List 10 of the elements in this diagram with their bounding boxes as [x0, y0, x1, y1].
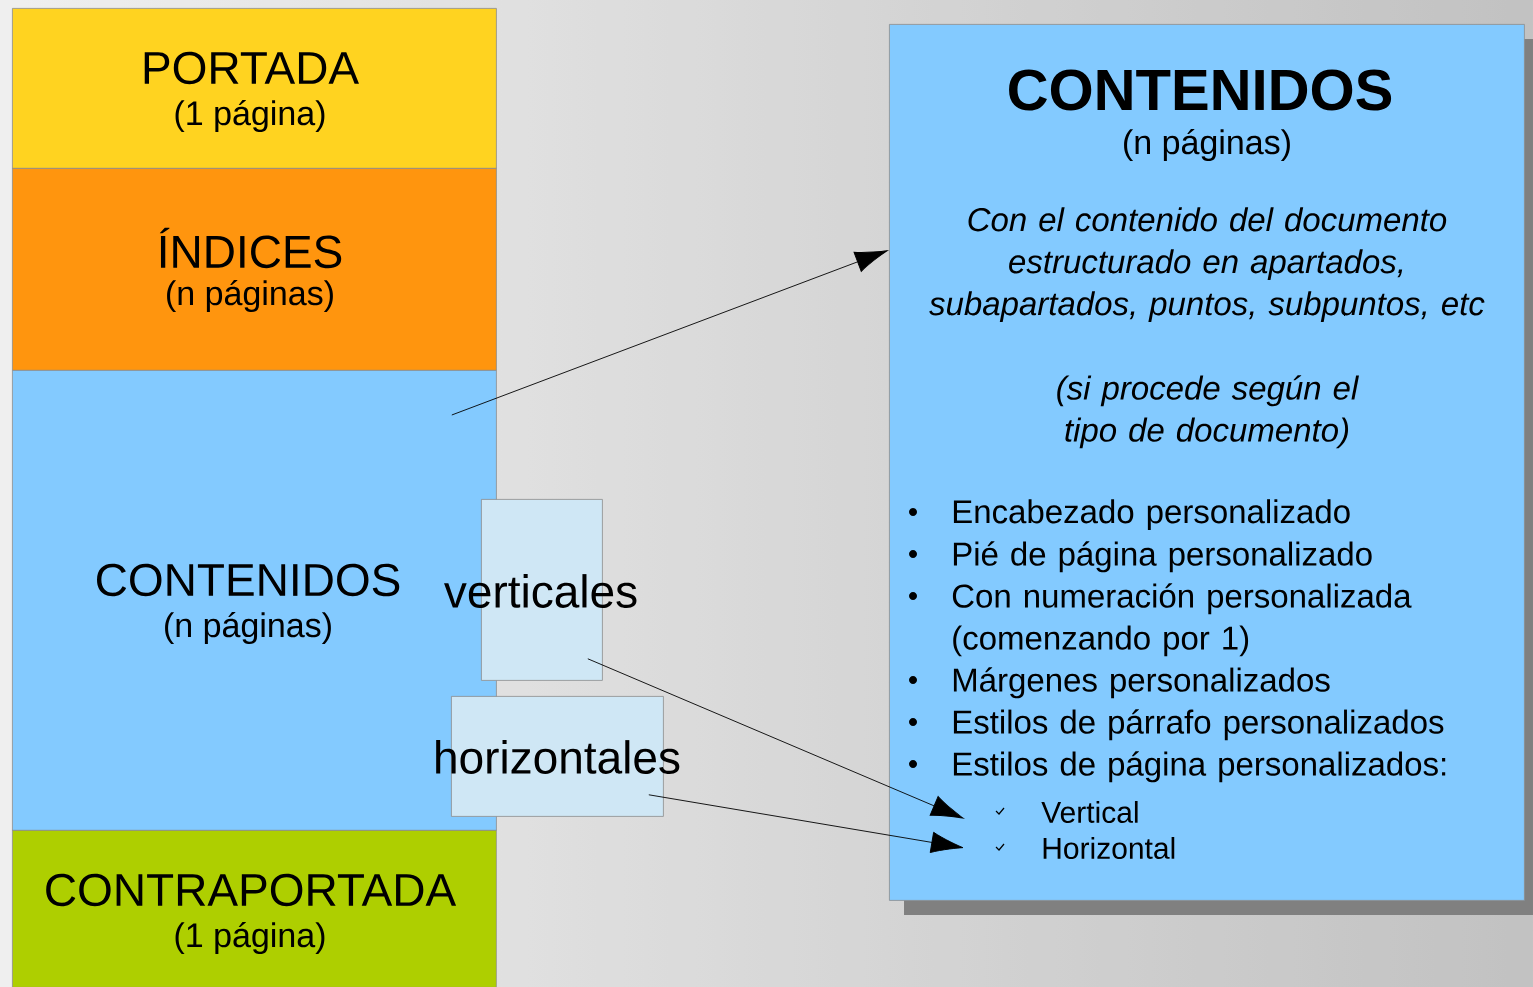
arrow — [451, 250, 888, 416]
section-box: ÍNDICES (n páginas) — [12, 168, 497, 371]
section-box: CONTRAPORTADA (1 página) — [12, 830, 497, 987]
arrow — [587, 658, 964, 819]
list-item: Horizontal — [1043, 837, 1175, 859]
arrow — [648, 794, 964, 853]
label-box: horizontales — [436, 696, 680, 817]
section-box: PORTADA (1 página) — [12, 8, 497, 169]
label-box: verticales — [444, 499, 637, 681]
list-item: Vertical — [1041, 801, 1138, 823]
